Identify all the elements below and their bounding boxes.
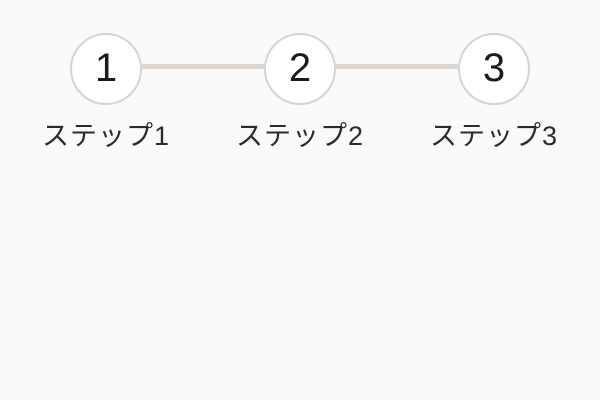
step-connector-2-3 (336, 64, 458, 69)
step-label-2: ステップ2 (235, 121, 365, 151)
step-label-1: ステップ1 (41, 121, 171, 151)
step-2: 2 ステップ2 (142, 33, 397, 153)
step-number-2: 2 (288, 46, 312, 90)
stepper: 1 ステップ1 2 ステップ2 3 ステップ3 (9, 33, 591, 153)
step-number-1: 1 (94, 46, 118, 90)
step-circle-1[interactable]: 1 (70, 33, 142, 105)
step-connector-1-2 (142, 64, 264, 69)
step-3: 3 ステップ3 (336, 33, 591, 153)
step-number-3: 3 (482, 46, 506, 90)
step-circle-3[interactable]: 3 (458, 33, 530, 105)
step-circle-2[interactable]: 2 (264, 33, 336, 105)
step-1: 1 ステップ1 (9, 33, 203, 153)
step-label-3: ステップ3 (429, 121, 559, 151)
